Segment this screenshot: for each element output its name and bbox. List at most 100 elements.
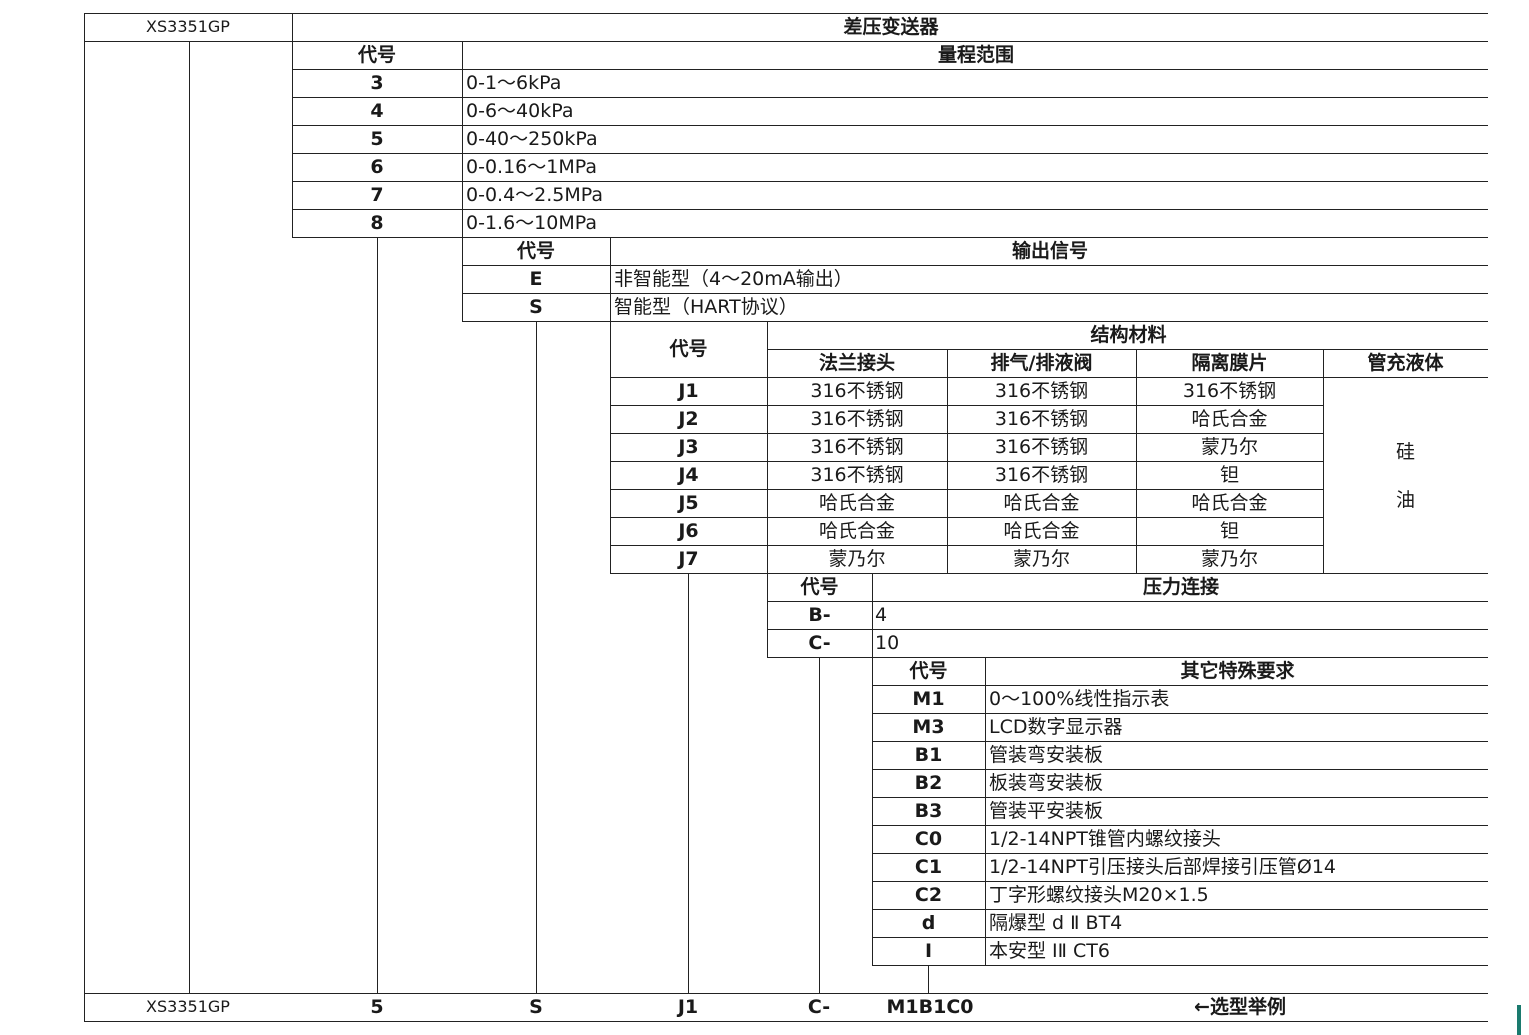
range-row-border — [292, 153, 1488, 154]
range-row-border — [292, 237, 1488, 238]
material-flange-J6: 哈氏合金 — [818, 520, 895, 542]
special-desc-C2: 丁字形螺纹接头M20×1.5 — [989, 884, 1209, 906]
range-row-border — [292, 125, 1488, 126]
material-flange-J3: 316不锈钢 — [810, 436, 904, 458]
material-title: 结构材料 — [1090, 324, 1167, 346]
range-title: 量程范围 — [937, 44, 1014, 66]
material-col-header-1: 排气/排液阀 — [990, 352, 1093, 374]
output-desc-E: 非智能型（4～20mA输出） — [614, 268, 853, 290]
special-row-border — [872, 769, 1488, 770]
special-row-border — [872, 881, 1488, 882]
example-top-border — [84, 993, 1488, 994]
special-code-M3: M3 — [912, 716, 945, 738]
special-code-header: 代号 — [909, 660, 948, 682]
material-code-J3: J3 — [678, 436, 699, 458]
material-row-border — [610, 461, 1323, 462]
material-col-header-3: 管充液体 — [1367, 352, 1444, 374]
pressure-row-border — [767, 629, 1488, 630]
special-code-d: d — [921, 912, 936, 934]
example-pressure-code: C- — [807, 996, 831, 1018]
pressure-header-bottom — [767, 601, 1488, 602]
pressure-code-C-: C- — [808, 632, 831, 654]
material-vent-J4: 316不锈钢 — [994, 464, 1089, 486]
material-flange-J1: 316不锈钢 — [810, 380, 904, 402]
material-code-J6: J6 — [678, 520, 699, 542]
special-code-C2: C2 — [914, 884, 943, 906]
pressure-row-border — [767, 657, 1488, 658]
special-code-C0: C0 — [914, 828, 943, 850]
range-connector-line — [189, 41, 190, 993]
special-code-B3: B3 — [914, 800, 943, 822]
material-code-J7: J7 — [678, 548, 699, 570]
range-code-header: 代号 — [357, 44, 396, 66]
header-divider — [292, 13, 293, 41]
material-code-J5: J5 — [678, 492, 699, 514]
special-code-I: I — [924, 940, 933, 962]
range-code-4: 4 — [370, 100, 384, 122]
material-row-border — [610, 573, 1323, 574]
example-bottom-border — [84, 1021, 1488, 1022]
special-row-border — [872, 797, 1488, 798]
output-header-bottom — [462, 265, 1488, 266]
range-row-border — [292, 181, 1488, 182]
special-row-border — [872, 825, 1488, 826]
material-code-J4: J4 — [678, 464, 699, 486]
range-desc-4: 0-6～40kPa — [466, 100, 574, 122]
material-connector-line — [536, 321, 537, 993]
special-connector-line — [819, 657, 820, 993]
material-row-border — [610, 433, 1323, 434]
special-desc-M3: LCD数字显示器 — [989, 716, 1123, 738]
material-title-bottom — [767, 349, 1488, 350]
material-diaphragm-J6: 钽 — [1219, 520, 1239, 542]
range-desc-8: 0-1.6～10MPa — [466, 212, 597, 234]
pressure-desc-B-: 4 — [875, 604, 888, 626]
special-desc-B2: 板装弯安装板 — [989, 772, 1104, 794]
material-vent-J3: 316不锈钢 — [994, 436, 1089, 458]
special-desc-d: 隔爆型 d Ⅱ BT4 — [989, 912, 1123, 934]
output-connector-line — [377, 237, 378, 993]
material-vent-J5: 哈氏合金 — [1003, 492, 1080, 514]
range-code-8: 8 — [370, 212, 384, 234]
material-row-border — [610, 545, 1323, 546]
range-header-bottom — [292, 69, 1488, 70]
range-desc-6: 0-0.16～1MPa — [466, 156, 597, 178]
range-desc-7: 0-0.4～2.5MPa — [466, 184, 604, 206]
range-code-6: 6 — [370, 156, 384, 178]
material-diaphragm-J4: 钽 — [1219, 464, 1239, 486]
output-row-border — [462, 321, 1488, 322]
example-range-code: 5 — [370, 996, 384, 1018]
special-desc-C1: 1/2-14NPT引压接头后部焊接引压管Ø14 — [989, 856, 1337, 878]
example-output-code: S — [529, 996, 543, 1018]
material-flange-J5: 哈氏合金 — [818, 492, 895, 514]
material-fill-bottom — [1323, 573, 1488, 574]
range-desc-5: 0-40～250kPa — [466, 128, 598, 150]
range-code-divider — [462, 41, 463, 237]
material-row-border — [610, 517, 1323, 518]
material-row-border — [610, 489, 1323, 490]
product-title: 差压变送器 — [843, 16, 939, 38]
pressure-code-header: 代号 — [800, 576, 839, 598]
range-left-border — [292, 41, 293, 237]
range-desc-3: 0-1～6kPa — [466, 72, 562, 94]
pressure-desc-C-: 10 — [875, 632, 900, 654]
pressure-title: 压力连接 — [1142, 576, 1219, 598]
special-header-bottom — [872, 685, 1488, 686]
special-row-border — [872, 713, 1488, 714]
material-vent-J7: 蒙乃尔 — [1012, 548, 1070, 570]
material-header-bottom — [610, 377, 1488, 378]
material-left-border — [610, 321, 611, 573]
material-flange-J7: 蒙乃尔 — [828, 548, 886, 570]
material-flange-J2: 316不锈钢 — [810, 408, 904, 430]
example-note: ←选型举例 — [1194, 996, 1286, 1018]
material-diaphragm-J5: 哈氏合金 — [1191, 492, 1268, 514]
material-col-divider — [1323, 349, 1324, 573]
material-vent-J2: 316不锈钢 — [994, 408, 1089, 430]
output-left-border — [462, 237, 463, 321]
special-code-M1: M1 — [912, 688, 945, 710]
pressure-code-divider — [872, 573, 873, 657]
special-desc-I: 本安型 ⅠⅡ CT6 — [989, 940, 1110, 962]
range-code-7: 7 — [370, 184, 384, 206]
special-connector-line — [928, 965, 929, 993]
output-code-divider — [610, 237, 611, 321]
special-code-C1: C1 — [914, 856, 943, 878]
